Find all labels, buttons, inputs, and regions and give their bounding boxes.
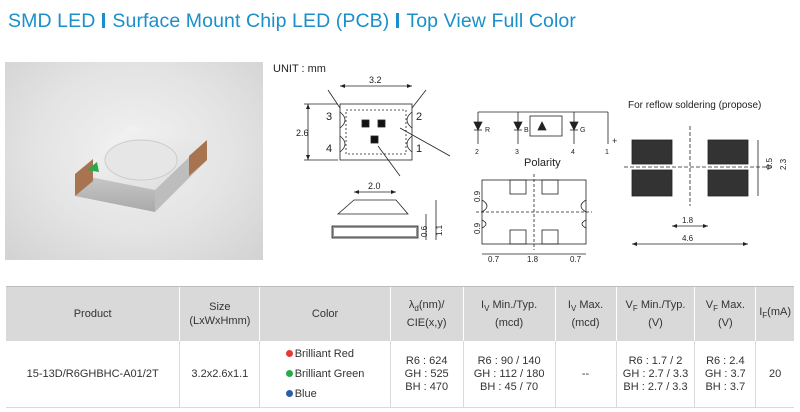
top-view-drawing: UNIT : mm 3.2 2.6 3 2 4 1 [273,63,451,177]
pin-2-label: 2 [416,111,422,123]
reflow-w-inner: 1.8 [682,216,694,225]
title-part-surface-mount: Surface Mount Chip LED (PCB) [112,10,390,32]
reflow-footprint-drawing: For reflow soldering (propose) 4.6 1.8 2… [624,100,788,246]
green-dot-icon [285,370,293,377]
dim-bottom-pad-a: 0.9 [473,190,482,202]
dim-side-width: 2.0 [368,181,381,191]
header-product: Product [6,286,180,341]
color-list: Brilliant Red Brilliant Green Blue [285,344,365,404]
schematic-pin-4: 4 [571,149,575,156]
header-vf-max: VF Max.(V) [694,286,756,341]
dim-side-height: 1.1 [435,224,444,236]
cell-color: Brilliant Red Brilliant Green Blue [259,341,391,408]
page-title: SMD LED Surface Mount Chip LED (PCB) Top V… [8,10,576,33]
red-dot-icon [285,350,293,357]
cell-vf-min-typ: R6 : 1.7 / 2 GH : 2.7 / 3.3 BH : 2.7 / 3… [615,341,695,408]
cell-product: 15-13D/R6GHBHC-A01/2T [6,341,180,408]
reflow-label: For reflow soldering (propose) [628,100,761,111]
schematic-drawing: R B G + 2 3 4 1 Polarity [473,111,617,169]
reflow-h-outer: 2.3 [779,158,788,170]
pin-1-label: 1 [416,143,422,155]
title-part-top-view: Top View Full Color [406,10,576,32]
plus-sign: + [612,136,617,146]
dim-bottom-pad-gap: 1.8 [527,255,539,264]
schematic-pin-1: 1 [605,149,609,156]
title-separator [396,13,400,28]
led-label-r: R [485,127,490,134]
header-if: IF(mA) [755,286,794,341]
dim-side-chip: 0.6 [420,225,429,237]
cell-wavelength: R6 : 624 GH : 525 BH : 470 [389,341,464,408]
product-photo [5,62,263,260]
bottom-view-drawing: 0.9 0.9 0.7 1.8 0.7 [473,174,592,264]
polarity-label: Polarity [524,157,561,169]
dim-bottom-pad-b: 0.9 [473,222,482,234]
dim-bottom-pad-w1: 0.7 [488,255,500,264]
technical-drawing: UNIT : mm 3.2 2.6 3 2 4 1 2.0 [273,63,788,264]
header-color: Color [259,286,391,341]
unit-label: UNIT : mm [273,63,326,75]
side-view-drawing: 2.0 0.6 1.1 [331,181,444,240]
pin-4-label: 4 [326,143,332,155]
table-header-row: Product Size(LxWxHmm) Color λd(nm)/CIE(x… [6,286,794,341]
cell-size: 3.2x2.6x1.1 [179,341,260,408]
title-separator [102,13,106,28]
led-chip-illustration [75,126,207,212]
cell-iv-max: -- [554,341,617,408]
schematic-pin-3: 3 [515,149,519,156]
dim-bottom-pad-w2: 0.7 [570,255,582,264]
header-wavelength: λd(nm)/CIE(x,y) [389,286,464,341]
cell-vf-max: R6 : 2.4 GH : 3.7 BH : 3.7 [694,341,756,408]
color-item-blue: Blue [285,384,365,404]
dim-width: 3.2 [369,75,382,85]
dim-height: 2.6 [296,128,309,138]
header-iv-min-typ: IV Min./Typ.(mcd) [462,286,556,341]
reflow-w-outer: 4.6 [682,234,694,243]
header-iv-max: IV Max.(mcd) [554,286,617,341]
cell-iv-min-typ: R6 : 90 / 140 GH : 112 / 180 BH : 45 / 7… [462,341,556,408]
pin-3-label: 3 [326,111,332,123]
spec-table: Product Size(LxWxHmm) Color λd(nm)/CIE(x… [6,286,794,408]
title-part-smd-led: SMD LED [8,10,96,32]
reflow-h-inner: 0.5 [765,157,774,169]
blue-dot-icon [285,390,293,397]
schematic-pin-2: 2 [475,149,479,156]
table-row: 15-13D/R6GHBHC-A01/2T 3.2x2.6x1.1 Brilli… [6,341,794,408]
color-item-red: Brilliant Red [285,344,365,364]
cell-if: 20 [755,341,794,408]
header-vf-min-typ: VF Min./Typ.(V) [615,286,695,341]
header-size: Size(LxWxHmm) [179,286,260,341]
color-item-green: Brilliant Green [285,364,364,384]
led-label-b: B [524,127,529,134]
led-label-g: G [580,127,585,134]
